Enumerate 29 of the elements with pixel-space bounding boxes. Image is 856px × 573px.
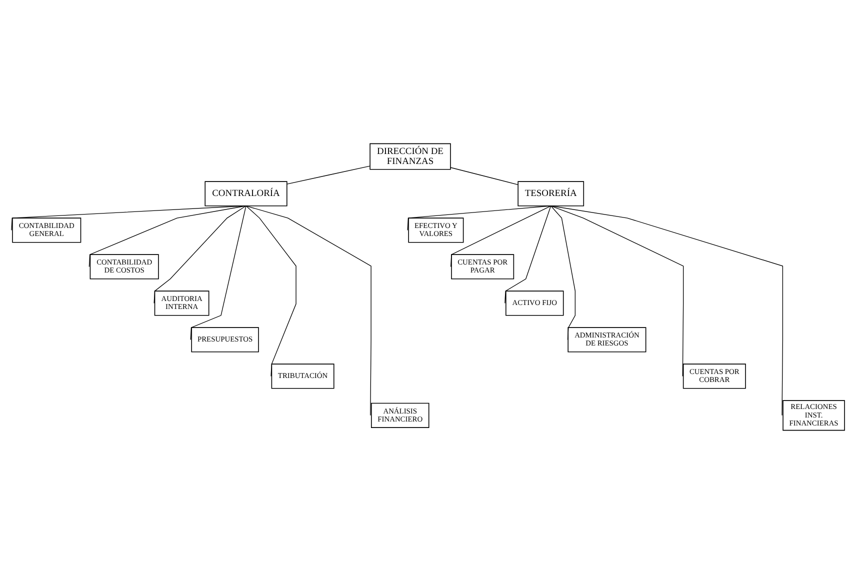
node-box: CUENTAS POR COBRAR [682,363,746,388]
connector [246,205,296,376]
connector [504,205,552,304]
connector [190,205,246,340]
connector [450,205,552,267]
node-box: PRESUPUESTOS [191,326,259,352]
node-box: EFECTIVO Y VALORES [408,217,464,242]
node-box: ADMINISTRACIÓN DE RIESGOS [568,326,646,352]
node-box: AUDITORIA INTERNA [154,290,210,316]
node-box: ACTIVO FIJO [506,290,564,316]
node-box: DIRECCIÓN DE FINANZAS [370,142,451,170]
node-box: ANÁLISIS FINANCIERO [370,402,430,428]
node-box: TRIBUTACIÓN [271,363,334,388]
node-box: TESORERÍA [518,180,584,206]
connector [550,205,784,416]
connector [11,205,246,230]
node-box: CONTRALORÍA [204,180,288,206]
node-box: CUENTAS POR PAGAR [451,254,514,279]
node-box: CONTABILIDAD GENERAL [12,217,82,242]
connector [286,165,370,184]
connector [550,205,684,376]
node-box: CONTABILIDAD DE COSTOS [90,254,159,279]
connector [407,205,552,230]
connector [246,205,372,416]
node-box: RELACIONES INST. FINANCIERAS [782,400,845,430]
connector [154,205,246,304]
connector [450,166,518,184]
connector [88,205,246,267]
connector [550,205,576,340]
